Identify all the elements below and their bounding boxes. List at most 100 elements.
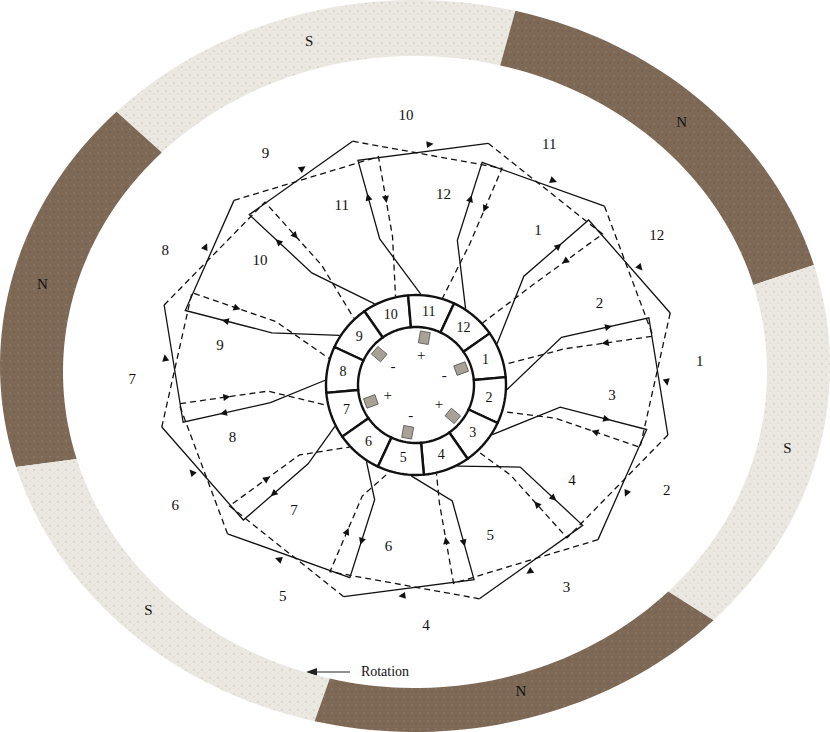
segment-number: 5 bbox=[400, 450, 407, 465]
segment-number: 7 bbox=[343, 403, 350, 418]
pole-shape bbox=[0, 111, 162, 467]
pole-face bbox=[315, 592, 714, 732]
coil-number: 5 bbox=[484, 527, 496, 544]
current-arrowhead bbox=[290, 231, 297, 239]
coil-number: 5 bbox=[277, 587, 289, 604]
current-arrowhead bbox=[201, 243, 207, 251]
coil-number: 12 bbox=[647, 226, 666, 243]
current-arrowhead bbox=[534, 501, 541, 509]
coil-side-solid bbox=[228, 461, 375, 577]
current-arrowhead bbox=[603, 415, 611, 422]
pole-letter: N bbox=[37, 276, 48, 293]
current-arrowhead bbox=[162, 354, 169, 361]
coil-side-dashed bbox=[436, 474, 598, 584]
current-arrowhead bbox=[359, 537, 366, 545]
coil-number: 6 bbox=[383, 538, 395, 555]
current-arrowhead bbox=[549, 493, 557, 500]
current-arrowhead bbox=[602, 339, 609, 346]
current-arrowhead bbox=[398, 592, 405, 599]
pole-face bbox=[0, 112, 162, 467]
current-arrowhead bbox=[460, 539, 467, 547]
current-arrowhead bbox=[625, 489, 631, 497]
pole-letter: S bbox=[783, 440, 791, 457]
coil-number: 10 bbox=[250, 252, 269, 269]
rotation-arrow bbox=[312, 671, 350, 672]
current-arrowhead bbox=[663, 378, 670, 385]
coil-side-dashed bbox=[330, 472, 479, 599]
coil-side-dashed bbox=[162, 293, 329, 427]
brush-polarity: - bbox=[389, 357, 398, 374]
segment-number: 6 bbox=[365, 434, 372, 449]
segment-face bbox=[326, 347, 363, 393]
current-arrowhead bbox=[443, 537, 450, 545]
brush-polarity: + bbox=[433, 396, 445, 413]
coil-number: 1 bbox=[532, 221, 544, 238]
pole-shape bbox=[668, 265, 830, 621]
current-arrowhead bbox=[271, 489, 279, 496]
field-pole: S bbox=[116, 0, 516, 153]
current-arrowhead bbox=[190, 469, 197, 477]
current-arrowhead bbox=[592, 430, 600, 437]
current-arrowhead bbox=[366, 194, 373, 202]
coil-side-dashed bbox=[478, 435, 668, 538]
commutator-segment: 8 bbox=[326, 346, 364, 393]
coil-number: 8 bbox=[159, 242, 171, 259]
coil-side-dashed bbox=[234, 157, 396, 297]
coil-number: 11 bbox=[333, 197, 351, 214]
segment-face bbox=[421, 433, 468, 475]
current-arrowhead bbox=[635, 263, 642, 271]
coil-side-solid bbox=[185, 200, 339, 335]
coil-number: 11 bbox=[540, 136, 558, 153]
current-arrowhead bbox=[382, 195, 389, 203]
field-pole: N bbox=[0, 111, 162, 467]
coil-side-solid bbox=[358, 143, 488, 294]
current-arrowhead bbox=[562, 257, 570, 264]
brush-polarity: + bbox=[382, 387, 394, 404]
armature-winding bbox=[162, 141, 670, 599]
brush bbox=[454, 362, 469, 376]
coil-number: 2 bbox=[594, 295, 606, 312]
segment-number: 9 bbox=[356, 330, 363, 345]
segment-number: 11 bbox=[422, 304, 435, 319]
current-arrowhead bbox=[223, 394, 230, 401]
segment-number: 4 bbox=[438, 447, 445, 462]
commutator-segment: 1 bbox=[463, 333, 506, 380]
current-arrowhead bbox=[275, 557, 283, 564]
coil-side-dashed bbox=[164, 202, 354, 318]
coil-side-solid bbox=[507, 318, 668, 435]
field-pole: N bbox=[314, 591, 714, 732]
segment-number: 2 bbox=[485, 390, 492, 405]
current-arrowhead bbox=[220, 409, 228, 416]
current-arrowhead bbox=[526, 567, 534, 574]
current-arrowhead bbox=[276, 239, 284, 246]
segment-number: 12 bbox=[457, 321, 471, 336]
coil-number: 6 bbox=[169, 497, 181, 514]
pole-shape bbox=[314, 591, 714, 732]
current-arrowhead bbox=[604, 324, 612, 331]
field-pole: S bbox=[668, 265, 830, 621]
pole-shape bbox=[116, 0, 516, 153]
coil-number: 12 bbox=[434, 185, 453, 202]
coil-number: 9 bbox=[214, 337, 226, 354]
current-arrowhead bbox=[483, 204, 489, 212]
coil-side-dashed bbox=[505, 206, 653, 364]
coil-side-solid bbox=[162, 426, 335, 520]
coil-side-solid bbox=[457, 162, 604, 308]
coil-number: 2 bbox=[661, 482, 673, 499]
pole-letter: N bbox=[676, 114, 687, 131]
rotation-label: Rotation bbox=[359, 664, 411, 679]
coil-side-solid bbox=[492, 407, 646, 539]
coil-number: 1 bbox=[694, 353, 706, 370]
commutator-segment: 5 bbox=[377, 437, 424, 475]
current-arrowhead bbox=[298, 166, 306, 173]
segment-number: 10 bbox=[384, 308, 398, 323]
commutator-segment: 4 bbox=[421, 432, 468, 475]
coil-number: 8 bbox=[227, 429, 239, 446]
coil-number: 3 bbox=[561, 579, 573, 596]
coil-side-dashed bbox=[229, 447, 349, 597]
coil-number: 9 bbox=[260, 145, 272, 162]
brush-polarity: + bbox=[415, 347, 427, 364]
current-arrowhead bbox=[466, 195, 473, 203]
pole-face bbox=[16, 459, 330, 721]
brush bbox=[418, 331, 430, 345]
